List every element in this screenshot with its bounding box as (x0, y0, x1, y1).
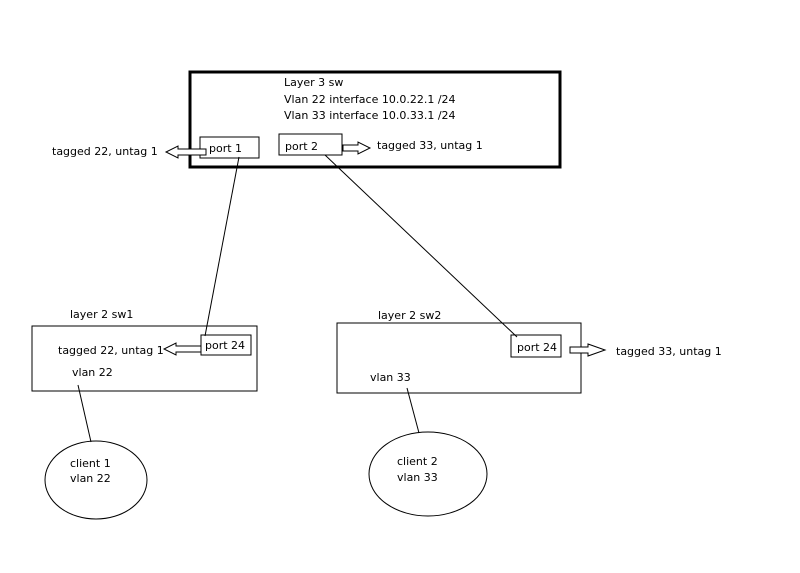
sw1-port24-label: port 24 (205, 339, 246, 352)
l3-port1-label: port 1 (209, 142, 243, 155)
l3-port1-box (199, 136, 260, 159)
l3-port2-label: port 2 (285, 140, 319, 153)
arrow-sw2-port24-right (569, 343, 607, 357)
sw1-port24-box (200, 334, 252, 356)
l3-vlan22-interface: Vlan 22 interface 10.0.22.1 /24 (284, 93, 456, 106)
client1-vlan: vlan 22 (70, 472, 111, 485)
link-sw1-to-client1 (77, 384, 92, 443)
arrow-l3-port1-left (164, 145, 207, 159)
sw2-port24-box (510, 334, 562, 358)
l3-port2-box (278, 133, 343, 156)
client2-name: client 2 (397, 455, 438, 468)
sw2-tag-label: tagged 33, untag 1 (616, 345, 722, 358)
arrow-sw1-port24-left (162, 342, 202, 356)
l3-title: Layer 3 sw (284, 76, 344, 89)
sw1-tag-label: tagged 22, untag 1 (58, 344, 164, 357)
layer3-switch-box (188, 70, 562, 169)
link-port2-to-sw2-port24 (324, 154, 518, 338)
l3-vlan33-interface: Vlan 33 interface 10.0.33.1 /24 (284, 109, 456, 122)
sw1-vlan-label: vlan 22 (72, 366, 113, 379)
sw2-title: layer 2 sw2 (378, 309, 442, 322)
l3-port2-tag-label: tagged 33, untag 1 (377, 139, 483, 152)
arrow-l3-port2-right (342, 141, 372, 155)
client2-vlan: vlan 33 (397, 471, 438, 484)
link-port1-to-sw1-port24 (204, 156, 240, 337)
client1-ellipse (44, 440, 148, 520)
client1-name: client 1 (70, 457, 111, 470)
layer2-sw2-box (336, 322, 582, 394)
link-sw2-to-client2 (406, 387, 420, 434)
sw2-port24-label: port 24 (517, 341, 558, 354)
sw2-vlan-label: vlan 33 (370, 371, 411, 384)
sw1-title: layer 2 sw1 (70, 308, 134, 321)
client2-ellipse (368, 431, 488, 517)
l3-port1-tag-label: tagged 22, untag 1 (52, 145, 158, 158)
layer2-sw1-box (31, 325, 258, 392)
